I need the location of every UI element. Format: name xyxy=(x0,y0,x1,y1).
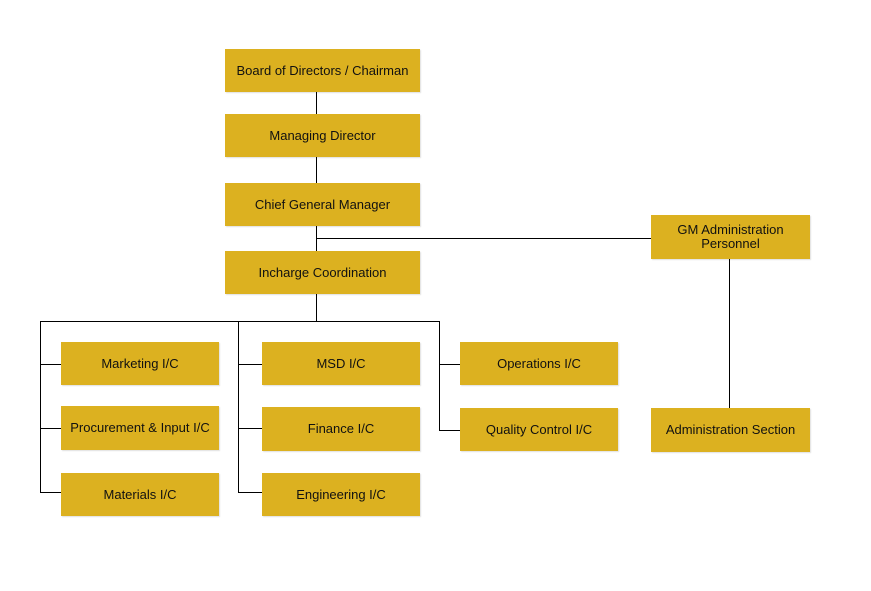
quality-control-box: Quality Control I/C xyxy=(460,408,618,451)
materials-box: Materials I/C xyxy=(61,473,219,516)
msd-box: MSD I/C xyxy=(262,342,420,385)
incharge-coordination-box: Incharge Coordination xyxy=(225,251,420,294)
managing-director-box: Managing Director xyxy=(225,114,420,157)
chief-general-manager-box: Chief General Manager xyxy=(225,183,420,226)
board-of-directors-box: Board of Directors / Chairman xyxy=(225,49,420,92)
procurement-input-box: Procurement & Input I/C xyxy=(61,406,219,450)
marketing-box: Marketing I/C xyxy=(61,342,219,385)
engineering-box: Engineering I/C xyxy=(262,473,420,516)
operations-box: Operations I/C xyxy=(460,342,618,385)
administration-section-box: Administration Section xyxy=(651,408,810,452)
gm-administration-box: GM Administration Personnel xyxy=(651,215,810,259)
finance-box: Finance I/C xyxy=(262,407,420,451)
